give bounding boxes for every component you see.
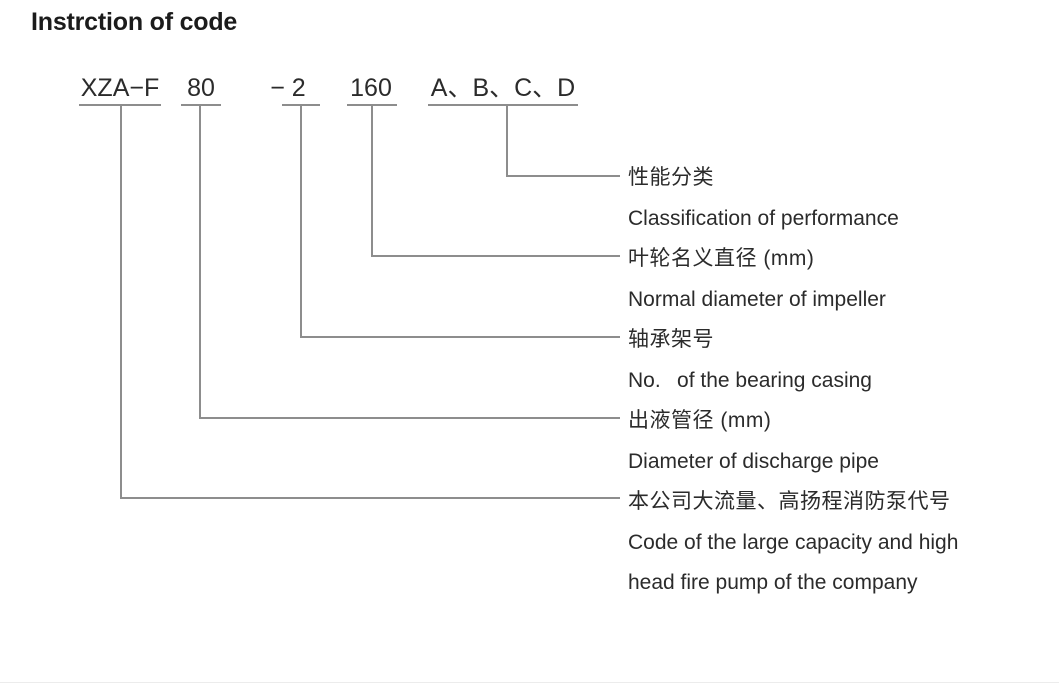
label-en-company-code-line2: head fire pump of the company [628,571,918,594]
label-group-impeller-diameter: 叶轮名义直径 (mm) Normal diameter of impeller [628,246,886,313]
code-segment-bearing-no: − 2 [270,74,306,102]
label-en-bearing-casing-no: No. of the bearing casing [628,369,872,392]
label-group-performance-classification: 性能分类 Classification of performance [628,165,899,232]
leader-performance-classification [506,105,620,177]
label-cn-impeller-diameter: 叶轮名义直径 (mm) [628,247,815,270]
code-segment-impeller-dia: 160 [350,74,392,102]
label-cn-company-code: 本公司大流量、高扬程消防泵代号 [628,490,951,513]
label-cn-performance-classification: 性能分类 [628,166,714,189]
leader-discharge-pipe-diameter [199,105,620,419]
label-group-bearing-casing-no: 轴承架号 No. of the bearing casing [628,327,872,394]
code-segment-series-prefix: XZA−F [80,74,160,102]
label-cn-bearing-casing-no: 轴承架号 [628,328,714,351]
label-en-impeller-diameter: Normal diameter of impeller [628,288,886,311]
label-group-discharge-pipe-diameter: 出液管径 (mm) Diameter of discharge pipe [628,408,879,475]
label-en-company-code-line1: Code of the large capacity and high [628,531,959,554]
model-code-row: XZA−F 80 − 2 160 A、B、C、D [0,72,1059,106]
leader-bearing-casing-no [300,105,620,338]
leader-impeller-diameter [371,105,620,257]
code-segment-discharge-size: 80 [187,74,215,102]
page-title: Instrction of code [31,8,238,36]
leader-company-code [120,105,620,499]
label-en-discharge-pipe-diameter: Diameter of discharge pipe [628,450,879,473]
label-en-performance-classification: Classification of performance [628,207,899,230]
code-segment-performance-class: A、B、C、D [430,74,576,102]
label-cn-discharge-pipe-diameter: 出液管径 (mm) [628,409,772,432]
label-group-company-code: 本公司大流量、高扬程消防泵代号 Code of the large capaci… [628,489,958,596]
